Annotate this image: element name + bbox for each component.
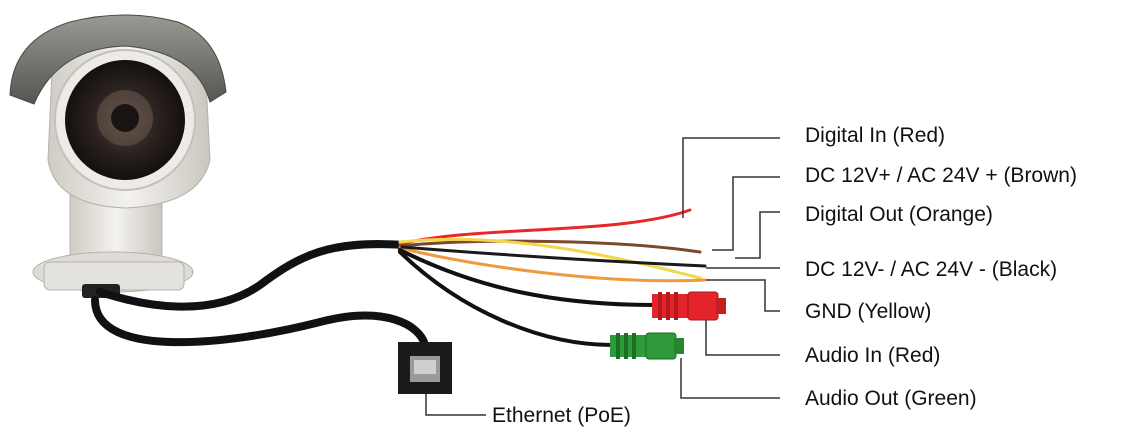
label-dc-plus: DC 12V+ / AC 24V + (Brown) [805,164,1077,187]
camera-lens-center [111,104,139,132]
wire-bundle [398,208,707,347]
main-cable [96,240,409,311]
wire-orange [398,246,707,283]
audio-out-connector [610,332,684,360]
label-audio-in: Audio In (Red) [805,344,941,367]
wire-red [398,208,692,246]
leader-audio-in [705,320,780,356]
label-digital-in: Digital In (Red) [805,124,946,147]
camera [9,14,227,298]
leader-audio-out [680,358,780,399]
leader-lines [425,137,780,416]
ethernet-connector [398,342,452,394]
wire-audio-in [398,248,657,307]
label-dc-minus: DC 12V- / AC 24V - (Black) [805,258,1058,281]
leader-ethernet [425,394,486,416]
wire-yellow [398,237,702,280]
wire-audio-out [398,250,614,347]
wire-brown [398,239,702,254]
label-digital-out: Digital Out (Orange) [805,203,993,226]
leader-gnd [706,279,780,312]
label-ethernet: Ethernet (PoE) [492,404,631,427]
leader-digital-out [735,211,780,259]
wire-black [400,245,707,268]
leader-dc-plus [712,176,780,251]
label-audio-out: Audio Out (Green) [805,387,977,410]
label-gnd: GND (Yellow) [805,300,932,323]
camera-sun-hood [9,14,227,105]
audio-in-connector [652,291,726,321]
leader-digital-in [682,137,780,218]
ethernet-cable [91,296,429,349]
